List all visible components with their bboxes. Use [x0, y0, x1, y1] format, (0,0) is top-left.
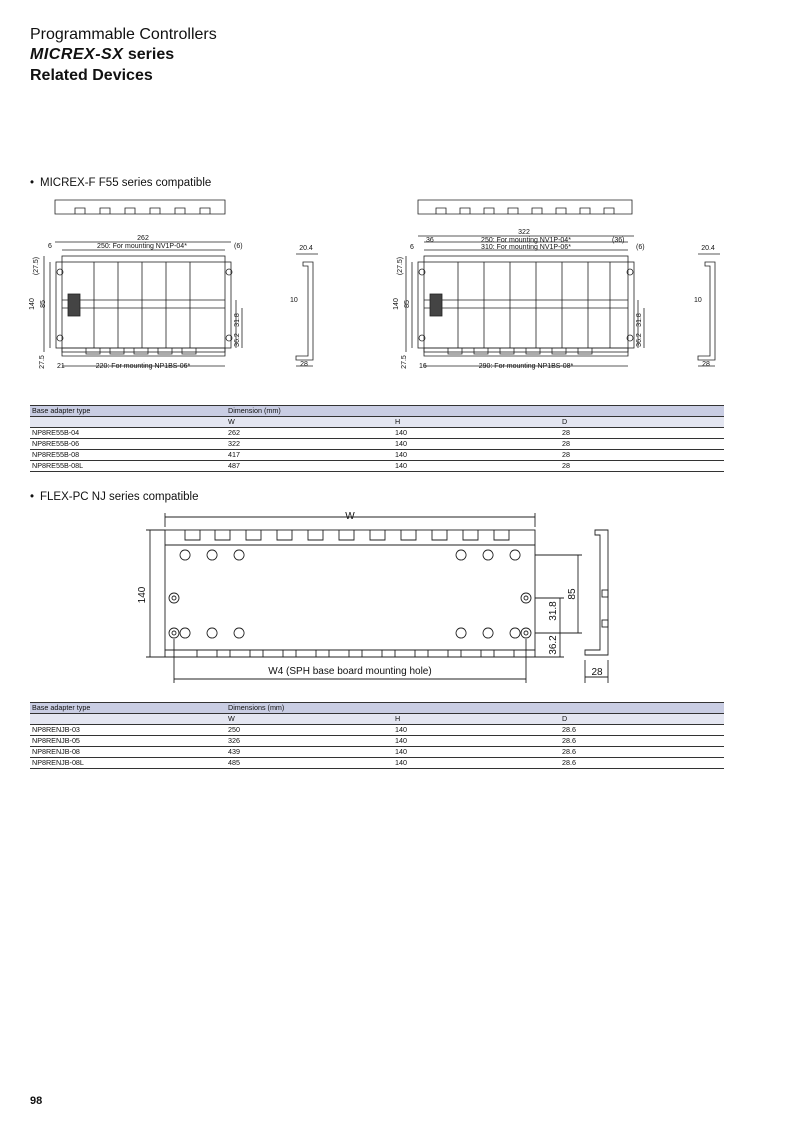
f55-right-h85: 85 [404, 300, 411, 308]
f55-right-h275-top: (27.5) [397, 257, 404, 275]
nj-drawing: W 140 85 31.8 36.2 W4 (SPH base board mo… [137, 511, 609, 683]
f55-left-bot21: 21 [57, 363, 65, 370]
nj-w4-label: W4 (SPH base board mounting hole) [268, 666, 431, 677]
f55-right-width: 322 [518, 229, 530, 236]
f55-right-right36: (36) [612, 237, 624, 244]
f55-right-h140: 140 [393, 298, 400, 310]
header-series: MICREX-SX series [30, 46, 174, 64]
f55-left-h275-bot: 27.5 [39, 355, 46, 369]
f55-right-d318: 31.8 [636, 313, 643, 327]
f55-right-side28: 28 [702, 361, 710, 368]
f55-right-h275-bot: 27.5 [401, 355, 408, 369]
f55-right-bot-mount: 290: For mounting NP1BS-08* [479, 363, 574, 370]
nj-side28-label: 28 [591, 667, 603, 678]
f55-right-top-mount2: 310: For mounting NV1P-06* [481, 244, 571, 251]
nj-d362-label: 36.2 [548, 635, 559, 655]
table-header-w: W [226, 713, 393, 725]
table-header-type: Base adapter type [30, 702, 226, 714]
f55-left-width: 262 [137, 235, 149, 242]
f55-right-side204: 20.4 [701, 245, 715, 252]
f55-left-h140: 140 [29, 298, 36, 310]
f55-left-side28: 28 [300, 361, 308, 368]
f55-right-bot16: 16 [419, 363, 427, 370]
table-header-h: H [393, 416, 560, 428]
table-header-group: Dimensions (mm) [226, 702, 724, 714]
f55-left-right6: (6) [234, 243, 243, 250]
f55-left-side204: 20.4 [299, 245, 313, 252]
section-f55-heading: •MICREX-F F55 series compatible [30, 177, 212, 189]
header-title: Programmable Controllers [30, 26, 217, 43]
table-header-d: D [560, 416, 724, 428]
f55-dimension-table: Base adapter type Dimension (mm) W H D N… [30, 405, 724, 472]
f55-left-side10: 10 [290, 297, 298, 304]
f55-left-top-mount: 250: For mounting NV1P-04* [97, 243, 187, 250]
header-subtitle: Related Devices [30, 67, 153, 84]
f55-left-left6: 6 [48, 243, 52, 250]
f55-left-d362: 36.2 [234, 333, 241, 347]
f55-drawings: 262 250: For mounting NV1P-04* (6) 6 (27… [29, 199, 720, 370]
table-header-group: Dimension (mm) [226, 405, 724, 417]
f55-right-right6: (6) [636, 244, 645, 251]
f55-left-bot-mount: 220: For mounting NP1BS-06* [96, 363, 191, 370]
table-header-d: D [560, 713, 724, 725]
f55-right-d36: 36 [426, 237, 434, 244]
table-header-type: Base adapter type [30, 405, 226, 417]
f55-left-h85: 85 [40, 300, 47, 308]
nj-dimension-table: Base adapter type Dimensions (mm) W H D … [30, 702, 724, 769]
brand-logo: MICREX-SX [30, 46, 124, 63]
f55-left-h275-top: (27.5) [33, 257, 40, 275]
f55-right-left6: 6 [410, 244, 414, 251]
f55-left-d318: 31.8 [234, 313, 241, 327]
nj-w-label: W [345, 511, 355, 522]
section-nj-heading: •FLEX-PC NJ series compatible [30, 491, 199, 503]
table-header-w: W [226, 416, 393, 428]
nj-h85-label: 85 [567, 588, 578, 600]
f55-right-d362: 36.2 [636, 333, 643, 347]
table-header-h: H [393, 713, 560, 725]
f55-right-side10: 10 [694, 297, 702, 304]
page-number: 98 [30, 1095, 43, 1107]
series-label: series [127, 46, 175, 63]
nj-h140-label: 140 [137, 586, 148, 603]
f55-right-top-mount1: 250: For mounting NV1P-04* [481, 237, 571, 244]
nj-d318-label: 31.8 [548, 601, 559, 621]
